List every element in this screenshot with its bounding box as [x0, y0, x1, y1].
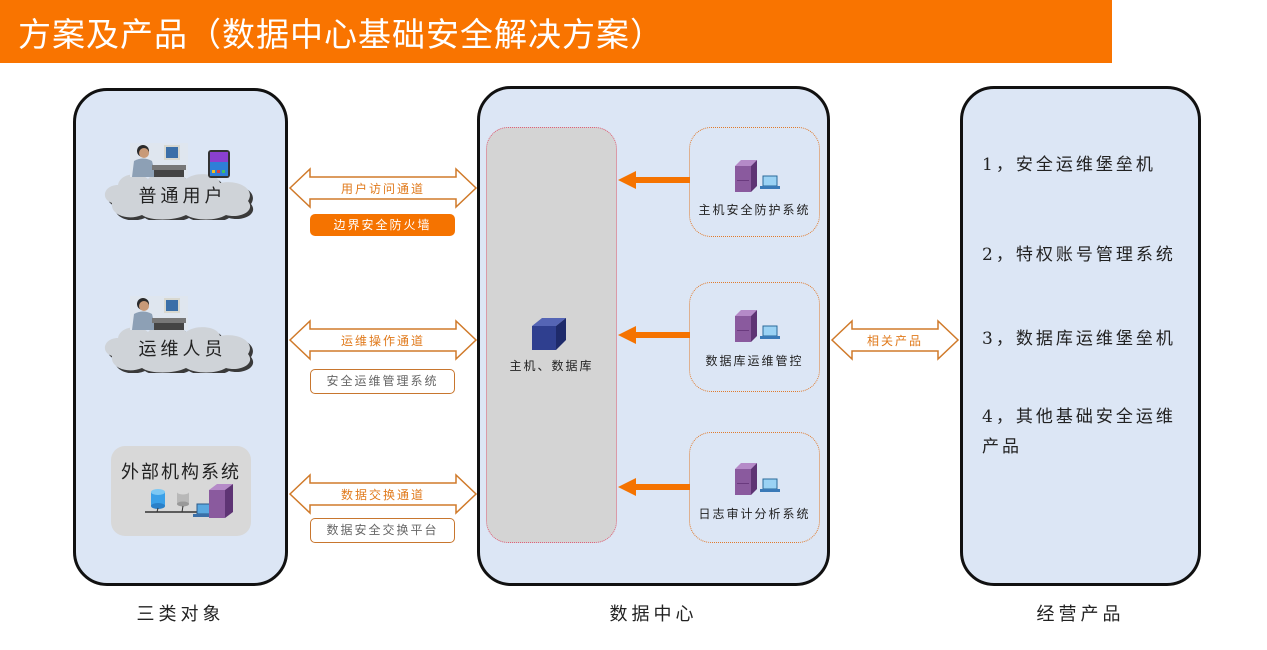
cloud-shape: [104, 324, 253, 373]
network-devices-icon: [145, 484, 233, 518]
double-arrow-user-access: [288, 167, 478, 209]
arrow-left-icon: [618, 171, 690, 189]
object-label-regular-user: 普通用户: [138, 186, 227, 207]
product-item: 3，数据库运维堡垒机: [982, 329, 1176, 349]
tag-border-firewall: 边界安全防火墙: [310, 214, 455, 236]
channel-label-user-access: 用户访问通道: [340, 182, 425, 196]
product-item: 4，其他基础安全运维产品: [982, 407, 1176, 457]
object-label-ops-staff: 运维人员: [138, 339, 227, 360]
tag-ops-mgmt-system: 安全运维管理系统: [310, 369, 455, 394]
link-label-related-products: 相关产品: [866, 334, 923, 348]
products-panel-caption: 经营产品: [1036, 604, 1125, 625]
core-label: 主机、数据库: [509, 359, 594, 373]
server-with-laptop-icon: [735, 310, 780, 342]
page-title: 方案及产品（数据中心基础安全解决方案）: [18, 15, 664, 54]
server-icon: [209, 484, 233, 518]
cloud-shape: [104, 171, 253, 220]
system-label-host-protection: 主机安全防护系统: [698, 203, 811, 217]
arrow-left-icon: [618, 478, 690, 496]
double-arrow-data-exchange: [288, 473, 478, 515]
double-arrow-ops: [288, 319, 478, 361]
person-at-computer-icon: [130, 296, 188, 330]
tag-data-exchange-platform: 数据安全交换平台: [310, 518, 455, 543]
person-at-computer-icon: [130, 143, 188, 177]
title-bar: [0, 0, 1112, 63]
database-icon: [151, 489, 165, 513]
product-item: 2，特权账号管理系统: [982, 245, 1176, 265]
objects-panel-caption: 三类对象: [136, 604, 225, 625]
product-item: 1，安全运维堡垒机: [982, 155, 1156, 175]
datacenter-panel-caption: 数据中心: [609, 604, 698, 625]
tablet-icon: [208, 150, 230, 178]
products-panel: [960, 86, 1201, 586]
server-block-icon: [532, 318, 566, 350]
channel-label-ops: 运维操作通道: [340, 334, 425, 348]
system-label-db-ops-control: 数据库运维管控: [705, 354, 804, 368]
database-icon: [177, 489, 189, 513]
object-label-external-org: 外部机构系统: [121, 462, 241, 483]
server-with-laptop-icon: [735, 463, 780, 495]
server-with-laptop-icon: [735, 160, 780, 192]
channel-label-data-exchange: 数据交换通道: [340, 488, 425, 502]
arrow-left-icon: [618, 326, 690, 344]
system-label-log-audit: 日志审计分析系统: [698, 507, 811, 521]
double-arrow-related-products: [830, 319, 960, 361]
